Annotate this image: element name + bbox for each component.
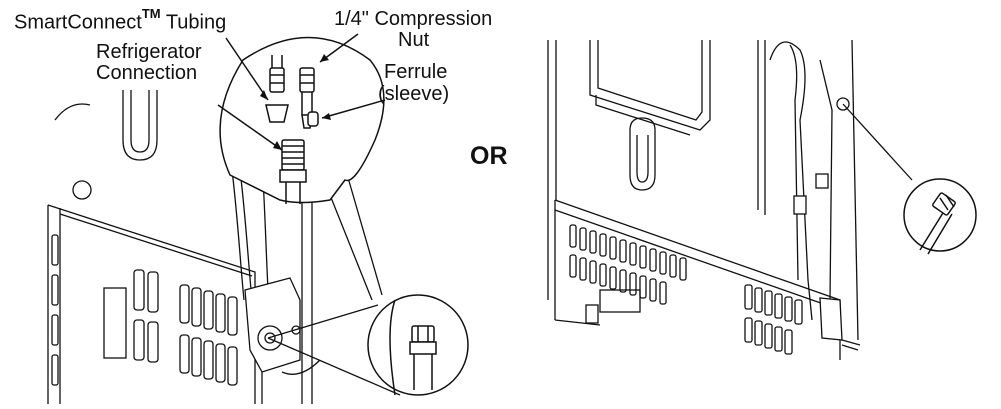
ferrule-part — [307, 111, 319, 127]
smartconnect-tubing-label: SmartConnectTM Tubing — [14, 6, 227, 34]
compression-nut-label-line2: Nut — [398, 29, 430, 51]
refrigerator-connection-part — [279, 139, 307, 204]
leader-refrigerator-connection — [217, 104, 283, 151]
left-detail-callout — [217, 33, 386, 204]
compression-nut-label-line1: 1/4" Compression — [334, 8, 493, 30]
right-refrigerator-back — [547, 39, 913, 360]
right-vent-grille — [569, 224, 803, 355]
right-small-detail — [903, 178, 977, 255]
refrigerator-connection-label-line2: Connection — [96, 62, 198, 84]
smartconnect-tubing — [265, 55, 289, 123]
refrigerator-connection-label-line1: Refrigerator — [96, 41, 202, 63]
leader-smartconnect — [225, 37, 269, 101]
left-small-detail — [367, 294, 469, 396]
leader-ferrule — [321, 99, 386, 119]
left-vent-grille — [51, 234, 238, 386]
left-fitting-bracket — [244, 277, 321, 404]
or-label: OR — [470, 142, 508, 170]
ferrule-label-line1: Ferrule — [384, 61, 448, 83]
trademark-symbol: TM — [141, 6, 161, 21]
ferrule-label-line2: (sleeve) — [378, 83, 450, 105]
